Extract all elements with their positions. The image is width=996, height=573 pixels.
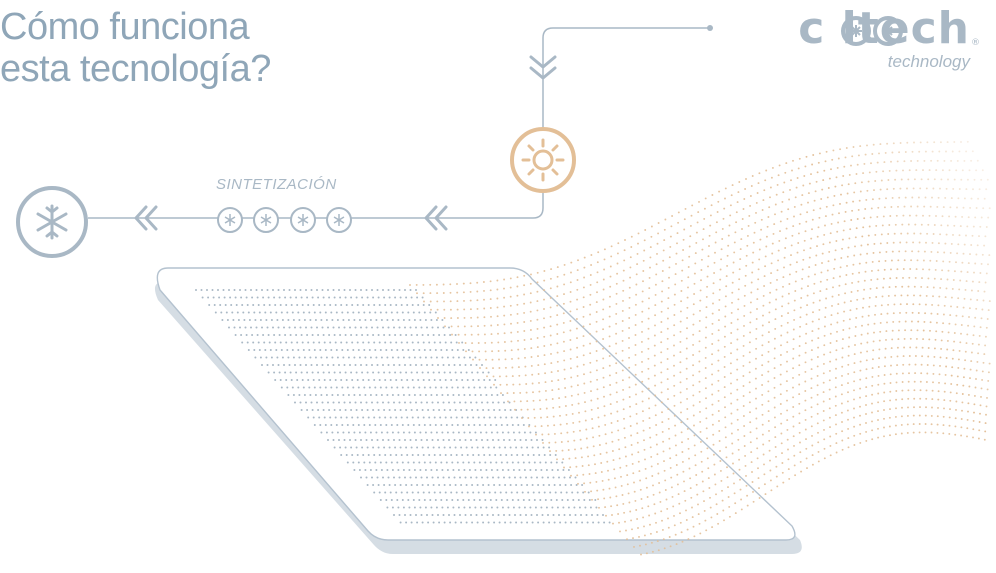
flow-connector bbox=[88, 27, 710, 219]
sun-icon bbox=[510, 127, 576, 193]
snowflake-node-icon bbox=[253, 207, 279, 233]
title-line-2: esta tecnología? bbox=[0, 48, 271, 90]
warm-wave-field bbox=[409, 140, 991, 556]
double-chevron-left-icon bbox=[424, 205, 448, 231]
snowflake-node-group bbox=[217, 207, 352, 233]
cool-dot-field bbox=[195, 289, 611, 524]
process-label: SINTETIZACIÓN bbox=[216, 176, 337, 193]
cooltech-logo: c ltech ® technology bbox=[712, 4, 982, 74]
double-chevron-down-icon bbox=[529, 55, 557, 80]
snowflake-icon bbox=[16, 186, 88, 258]
registered-mark: ® bbox=[971, 38, 980, 48]
logo-snowflake-dots bbox=[841, 16, 903, 46]
snowflake-node-icon bbox=[326, 207, 352, 233]
logo-tagline: technology bbox=[887, 52, 970, 71]
snowflake-node-icon bbox=[217, 207, 243, 233]
double-chevron-left-icon bbox=[134, 205, 158, 231]
snowflake-node-icon bbox=[290, 207, 316, 233]
logo-wordmark: c ltech bbox=[798, 3, 970, 54]
connector-dot bbox=[707, 25, 713, 31]
page-title: Cómo funciona esta tecnología? bbox=[0, 6, 271, 90]
title-line-1: Cómo funciona bbox=[0, 6, 250, 48]
